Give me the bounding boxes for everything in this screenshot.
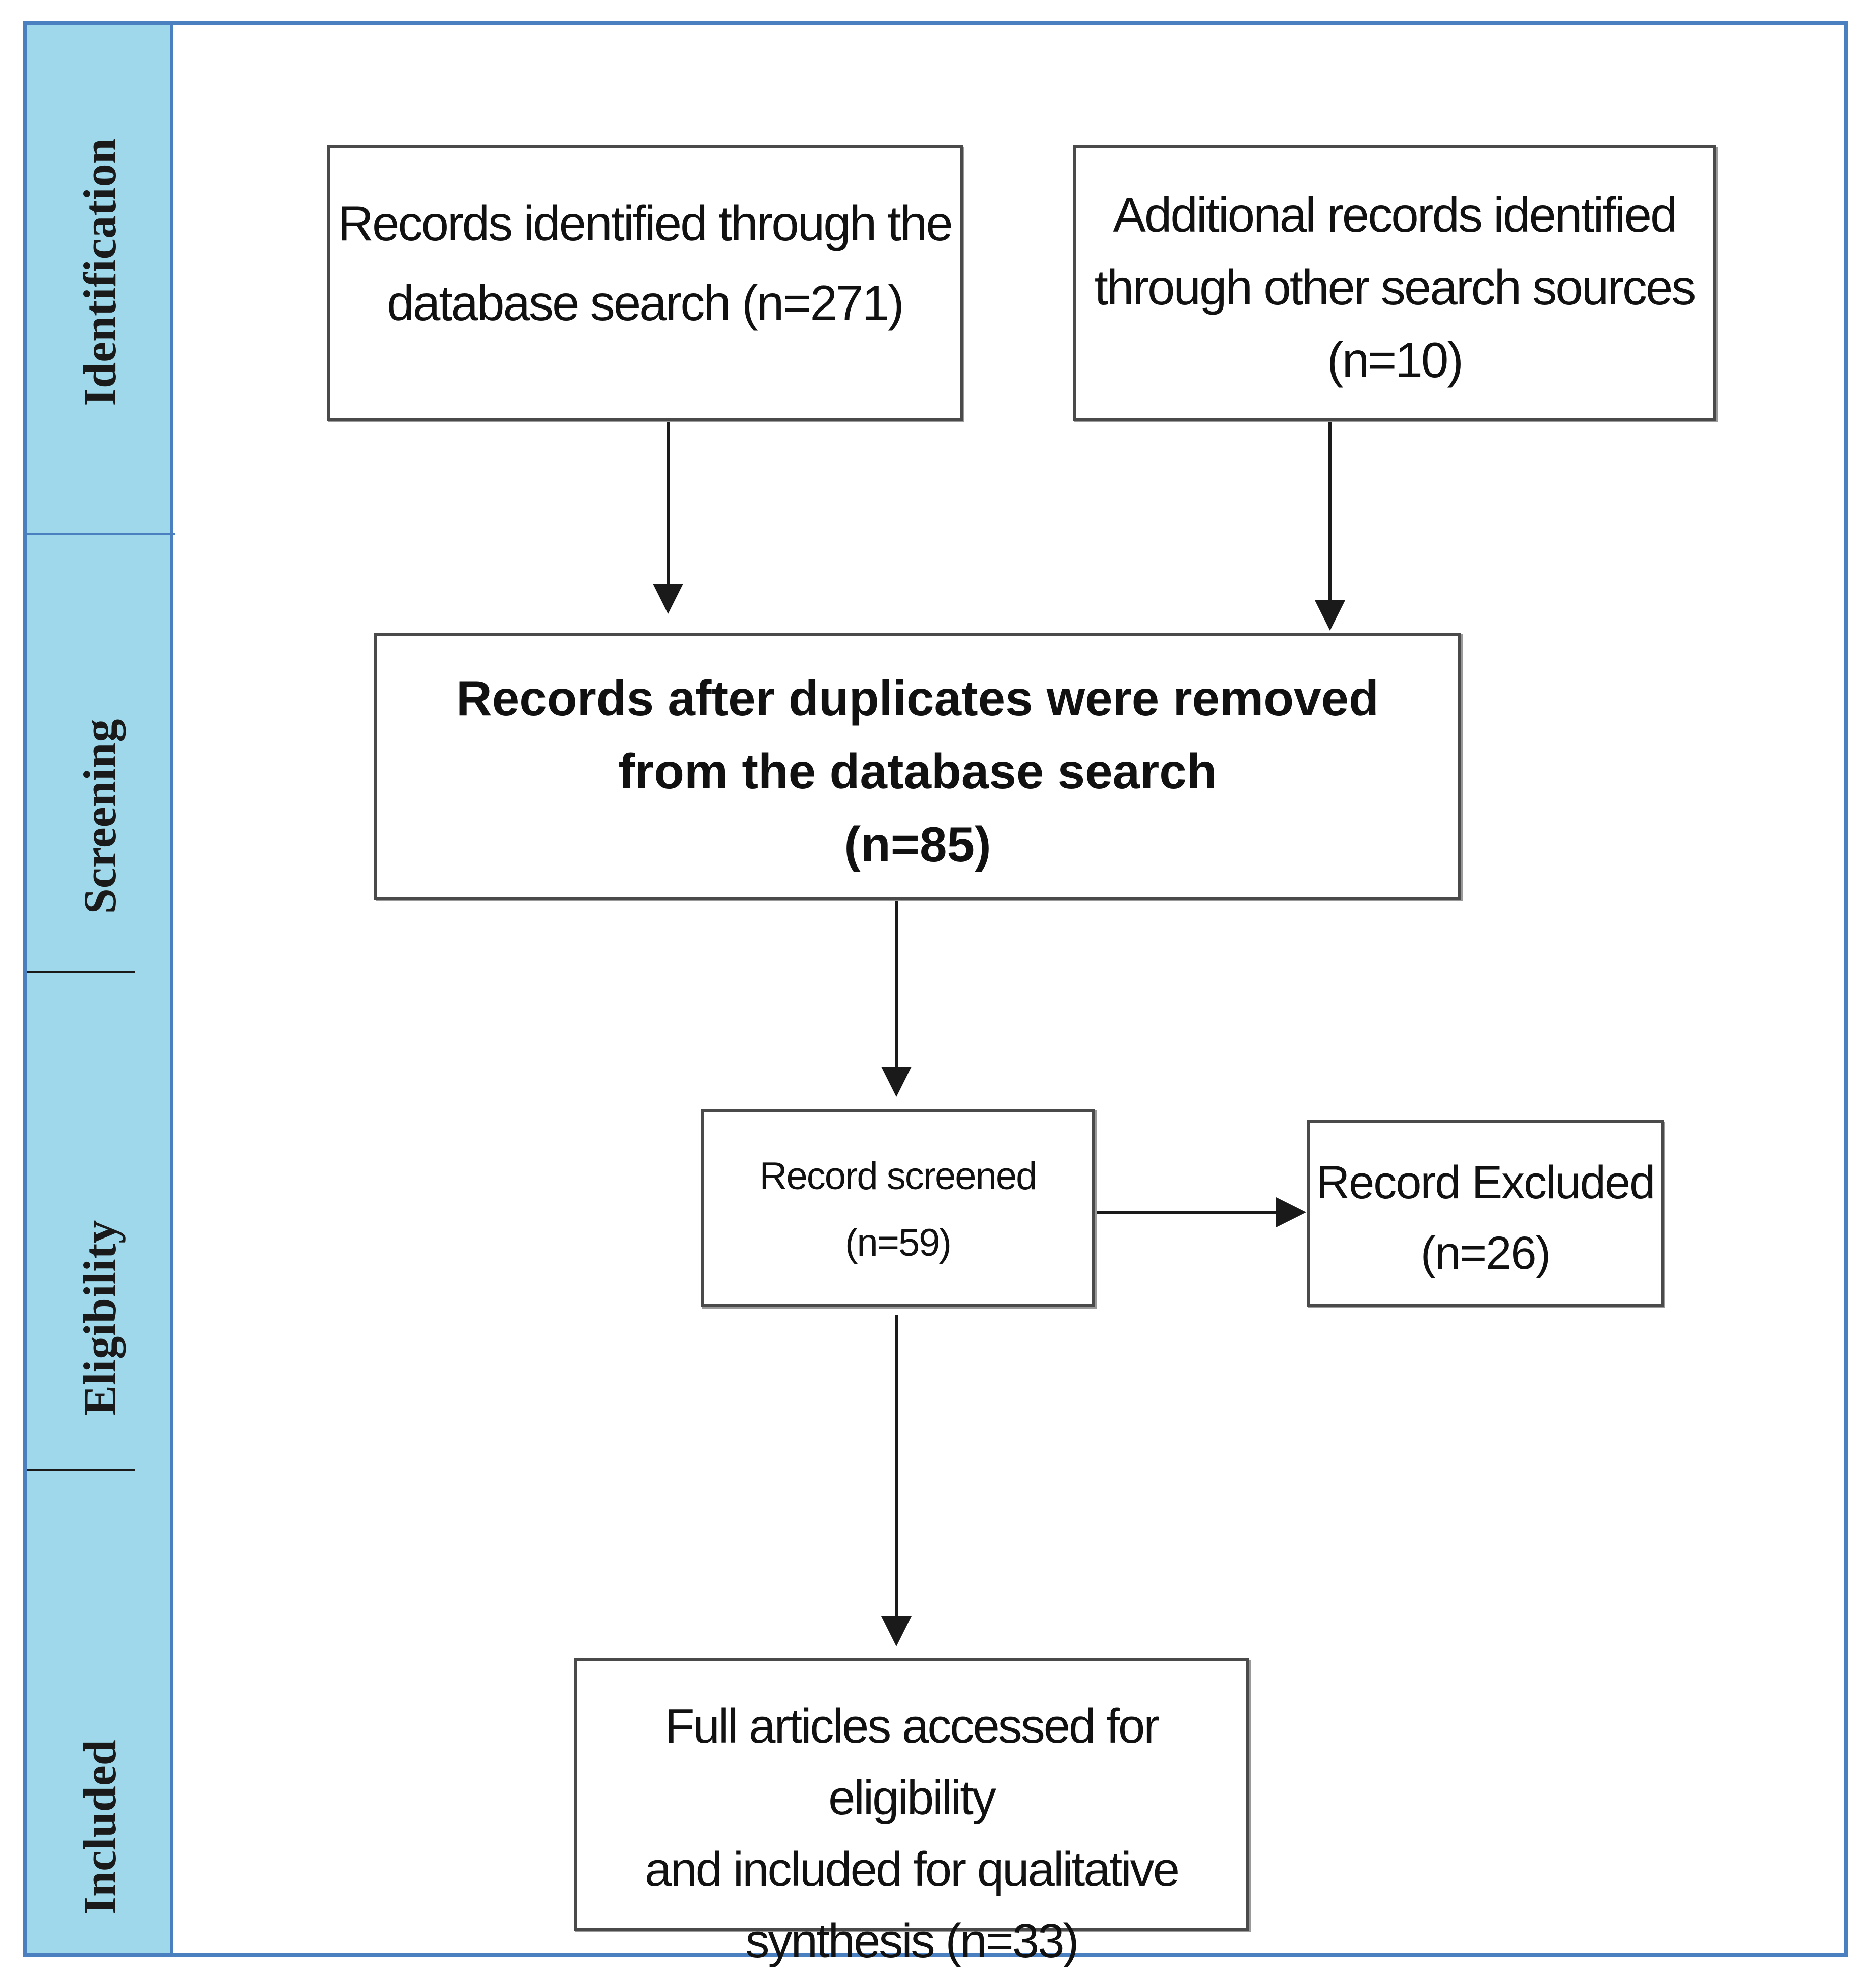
- other-sources-box: Additional records identified through ot…: [1073, 145, 1716, 421]
- record-screened-box: Record screened (n=59): [701, 1109, 1095, 1307]
- full-articles-box: Full articles accessed for eligibility a…: [574, 1658, 1249, 1968]
- stage-sidebar: [27, 25, 173, 1953]
- full-articles-text: Full articles accessed for eligibility a…: [644, 1699, 1180, 1968]
- duplicates-removed-text: Records after duplicates were removed fr…: [456, 670, 1379, 872]
- database-search-box: Records identified through the database …: [327, 145, 963, 421]
- record-excluded-box: Record Excluded (n=26): [1307, 1120, 1664, 1307]
- stage-divider-eligibility-included: [27, 1469, 135, 1471]
- other-sources-text: Additional records identified through ot…: [1094, 187, 1697, 388]
- stage-divider-screening-eligibility: [27, 971, 135, 973]
- database-search-text: Records identified through the database …: [338, 196, 953, 331]
- record-screened-text: Record screened (n=59): [759, 1155, 1038, 1264]
- duplicates-removed-box: Records after duplicates were removed fr…: [374, 633, 1461, 900]
- record-excluded-text: Record Excluded (n=26): [1316, 1157, 1656, 1279]
- stage-divider-identification-screening: [27, 533, 175, 535]
